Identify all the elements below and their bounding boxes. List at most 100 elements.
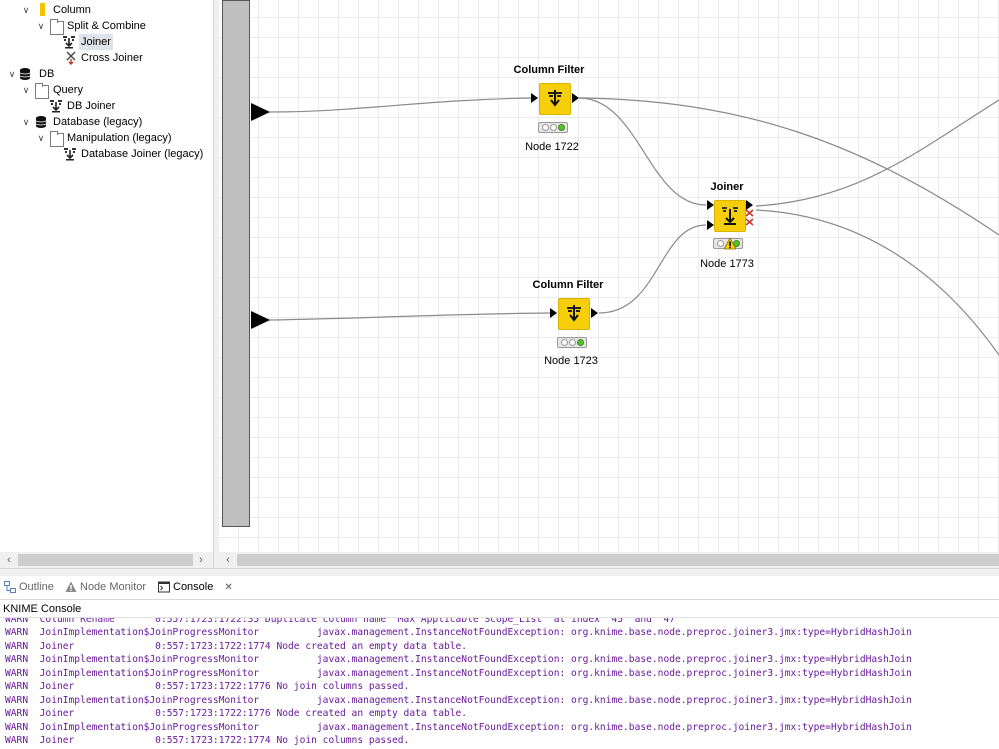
- chevron-down-icon[interactable]: ∨: [22, 85, 30, 95]
- database-icon: [36, 116, 46, 128]
- console-line: WARN Joiner 0:557:1723:1722:1776 Node cr…: [5, 708, 468, 719]
- console-line: WARN JoinImplementation$JoinProgressMoni…: [5, 627, 912, 638]
- tree-item-label: Column: [53, 4, 91, 16]
- node-title[interactable]: Column Filter: [532, 279, 604, 291]
- horizontal-sash[interactable]: [0, 568, 999, 576]
- vertical-sash[interactable]: [213, 0, 219, 568]
- chevron-down-icon[interactable]: ∨: [22, 5, 30, 15]
- outline-icon: [4, 581, 16, 594]
- joiner-node[interactable]: [714, 200, 746, 232]
- chevron-down-icon[interactable]: ∨: [37, 133, 45, 143]
- connection-cf1722-to-joiner[interactable]: [578, 97, 707, 206]
- tree-item-database-legacy[interactable]: ∨ Database (legacy): [0, 114, 213, 130]
- scroll-left-icon[interactable]: ‹: [7, 554, 11, 566]
- tab-console[interactable]: Console ✕: [158, 576, 233, 599]
- metanode-input-port-1[interactable]: [251, 103, 270, 121]
- connection-in1-to-cf1722[interactable]: [268, 97, 532, 113]
- chevron-down-icon[interactable]: ∨: [8, 69, 16, 79]
- node-input-port[interactable]: [531, 93, 538, 103]
- console-line: WARN Joiner 0:557:1723:1722:1774 No join…: [5, 735, 410, 746]
- status-light-green: [577, 339, 584, 346]
- chevron-down-icon[interactable]: ∨: [22, 117, 30, 127]
- tree-item-label: Split & Combine: [67, 20, 146, 32]
- node-label[interactable]: Node 1722: [525, 141, 579, 153]
- column-category-icon: [40, 3, 45, 16]
- node-input-port-right[interactable]: [707, 220, 714, 230]
- chevron-down-icon[interactable]: ∨: [37, 21, 45, 31]
- console-line: WARN JoinImplementation$JoinProgressMoni…: [5, 722, 912, 733]
- scrollbar-thumb[interactable]: [18, 554, 193, 566]
- tree-item-cross-joiner[interactable]: Cross Joiner: [0, 50, 213, 66]
- tab-outline[interactable]: Outline: [4, 576, 54, 599]
- status-light-yellow: [550, 124, 557, 131]
- folder-icon: [35, 83, 49, 99]
- console-line: WARN Joiner 0:557:1723:1722:1774 Node cr…: [5, 641, 468, 652]
- tree-horizontal-scrollbar[interactable]: ‹ ›: [0, 552, 213, 568]
- scroll-right-icon[interactable]: ›: [199, 554, 203, 566]
- console-title: KNIME Console: [3, 603, 82, 615]
- close-icon[interactable]: ✕: [224, 582, 233, 593]
- tree-item-label: Manipulation (legacy): [67, 132, 172, 144]
- node-status-traffic-light: [538, 122, 568, 133]
- connection-joiner-out-2[interactable]: [755, 209, 999, 356]
- tree-item-label: DB Joiner: [67, 100, 116, 112]
- connection-cf1723-to-joiner[interactable]: [598, 224, 707, 314]
- node-output-port[interactable]: [572, 93, 579, 103]
- tree-item-split-combine[interactable]: ∨ Split & Combine: [0, 18, 213, 35]
- tree-item-column[interactable]: ∨ Column: [0, 2, 213, 18]
- scrollbar-thumb[interactable]: [237, 554, 999, 566]
- workflow-canvas[interactable]: Column Filter Node 1722 Joiner: [219, 0, 999, 552]
- tree-item-database-joiner-legacy[interactable]: Database Joiner (legacy): [0, 146, 213, 162]
- bottom-view-tabs: Outline Node Monitor Console ✕: [0, 576, 999, 600]
- connection-in2-to-cf1723[interactable]: [268, 312, 551, 321]
- node-input-port-left[interactable]: [707, 200, 714, 210]
- tree-item-manipulation-legacy[interactable]: ∨ Manipulation (legacy): [0, 130, 213, 147]
- console-line: WARN JoinImplementation$JoinProgressMoni…: [5, 695, 912, 706]
- tab-label: Console: [173, 581, 214, 593]
- canvas-horizontal-scrollbar[interactable]: ‹: [219, 552, 999, 568]
- column-filter-node[interactable]: [558, 298, 590, 330]
- connection-cf1722-out[interactable]: [578, 97, 999, 236]
- tree-item-db[interactable]: ∨ DB: [0, 66, 213, 82]
- node-label[interactable]: Node 1773: [700, 258, 754, 270]
- folder-icon: [50, 131, 64, 147]
- joiner-node-icon: [63, 36, 75, 49]
- node-title[interactable]: Joiner: [710, 181, 744, 193]
- joiner-node-icon: [64, 148, 76, 161]
- tab-label: Outline: [19, 581, 54, 593]
- tree-item-query[interactable]: ∨ Query: [0, 82, 213, 99]
- console-line: WARN Column Rename 0:557:1723:1722:35 Du…: [5, 617, 676, 625]
- tab-node-monitor[interactable]: Node Monitor: [65, 576, 146, 599]
- status-light-yellow: [569, 339, 576, 346]
- console-line: WARN JoinImplementation$JoinProgressMoni…: [5, 654, 912, 665]
- node-output-port-1[interactable]: [746, 200, 753, 210]
- tree-item-label: Database (legacy): [53, 116, 143, 128]
- warning-icon[interactable]: [724, 238, 736, 250]
- joiner-node-icon: [50, 100, 62, 113]
- console-line: WARN Joiner 0:557:1723:1722:1776 No join…: [5, 681, 410, 692]
- database-icon: [20, 68, 30, 80]
- connection-joiner-out-1[interactable]: [755, 99, 999, 207]
- inactive-port-icon[interactable]: [745, 208, 755, 228]
- metanode-input-port-2[interactable]: [251, 311, 270, 329]
- tree-item-label: Cross Joiner: [81, 52, 143, 64]
- node-label[interactable]: Node 1723: [544, 355, 598, 367]
- joiner-node-icon: [722, 207, 738, 225]
- status-light-red: [717, 240, 724, 247]
- scroll-left-icon[interactable]: ‹: [226, 554, 230, 566]
- node-repository-tree: ∨ Column ∨ Split & Combine Joiner Cross …: [0, 0, 213, 552]
- folder-icon: [50, 19, 64, 35]
- status-light-green: [558, 124, 565, 131]
- tree-item-joiner[interactable]: Joiner: [0, 34, 213, 50]
- node-input-port[interactable]: [550, 308, 557, 318]
- node-monitor-icon: [65, 581, 77, 593]
- tree-item-label: Joiner: [79, 34, 113, 50]
- console-output[interactable]: WARN Column Rename 0:557:1723:1722:35 Du…: [0, 617, 999, 749]
- node-title[interactable]: Column Filter: [513, 64, 585, 76]
- tree-item-db-joiner[interactable]: DB Joiner: [0, 98, 213, 114]
- metanode-input-bar[interactable]: [222, 0, 250, 527]
- column-filter-node[interactable]: [539, 83, 571, 115]
- console-line: WARN JoinImplementation$JoinProgressMoni…: [5, 668, 912, 679]
- connections-layer: [268, 97, 999, 356]
- node-output-port[interactable]: [591, 308, 598, 318]
